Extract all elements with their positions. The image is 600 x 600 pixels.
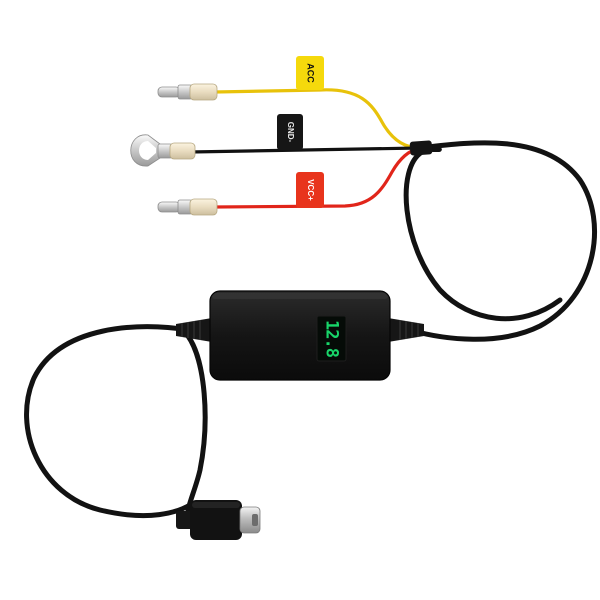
vcc-bullet-terminal — [157, 198, 218, 216]
gnd-tag: GND- — [277, 114, 303, 150]
gnd-tag-label: GND- — [286, 122, 295, 143]
vcc-tag: VCC+ — [296, 172, 324, 208]
cable-right-inner — [398, 148, 510, 320]
cable-left-loop-inner — [184, 333, 208, 523]
cable-right-loop — [407, 140, 598, 342]
cable-left-loop — [24, 324, 193, 519]
box-right-strain-relief — [388, 318, 424, 342]
voltage-reading: 12.8 — [322, 320, 342, 358]
wire-splitter — [409, 140, 433, 156]
box-left-strain-relief — [176, 318, 212, 342]
converter-box: 12.8 — [209, 290, 391, 381]
vcc-wire — [213, 146, 422, 209]
gnd-ring-terminal — [130, 134, 196, 167]
vcc-tag-label: VCC+ — [306, 179, 315, 201]
acc-tag-label: ACC — [306, 63, 316, 83]
voltage-display — [316, 315, 347, 362]
acc-bullet-terminal — [157, 83, 218, 101]
gnd-wire — [188, 146, 422, 154]
acc-wire — [213, 88, 422, 150]
acc-tag: ACC — [296, 56, 324, 90]
cable-right-loop-inner — [403, 149, 563, 322]
usb-c-plug-icon — [176, 500, 261, 540]
